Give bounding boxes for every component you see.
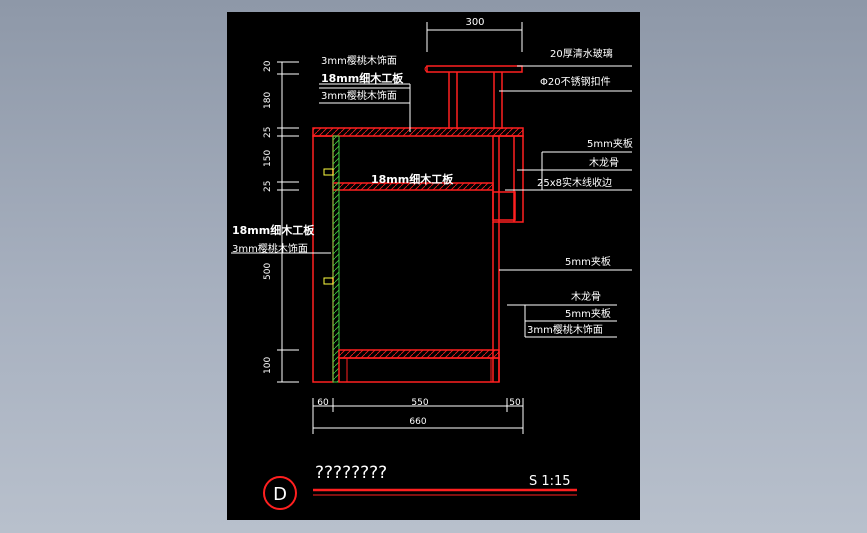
dim-v6: 500 [263,263,273,280]
dim-top-label: 300 [465,17,484,28]
dim-total: 660 [409,417,426,427]
label-left-a1: 3mm樱桃木饰面 [321,54,397,67]
label-left-a3: 3mm樱桃木饰面 [321,89,397,102]
left-leaders [231,83,411,254]
dim-top [426,22,523,52]
right-wall [492,135,524,382]
dim-bottom [312,398,524,434]
dim-b3: 50 [509,398,521,408]
section-drawing: 300 [231,17,633,510]
section-letter: D [273,484,287,505]
label-plywood-3: 5mm夹板 [565,307,611,320]
glass-top [424,65,523,73]
left-wall [312,135,340,383]
label-left-b1: 18mm细木工板 [232,223,315,237]
title-underline [313,488,577,496]
right-leaders [499,65,632,338]
label-clamp: Φ20不锈钢扣件 [540,75,611,88]
dim-left [277,61,299,383]
label-left-a2: 18mm细木工板 [321,71,404,85]
label-plywood-1: 5mm夹板 [587,137,633,150]
label-glass: 20厚清水玻璃 [550,47,613,60]
dim-b2: 550 [411,398,428,408]
dim-b1: 60 [317,398,329,408]
dim-v1: 20 [263,60,273,72]
label-mid-shelf: 18mm细木工板 [371,172,454,186]
drawing-title: ???????? [315,463,387,483]
label-edge-trim: 25x8实木线收边 [537,176,612,189]
label-veneer: 3mm樱桃木饰面 [527,323,603,336]
section-marker: D [263,476,297,510]
label-left-b2: 3mm樱桃木饰面 [232,242,308,255]
drawing-scale: S 1:15 [529,474,571,489]
dim-v2: 180 [263,92,273,109]
label-plywood-2: 5mm夹板 [565,255,611,268]
dim-v4: 150 [263,150,273,167]
top-board [312,127,524,137]
label-keel-1: 木龙骨 [589,156,619,169]
label-keel-2: 木龙骨 [571,290,601,303]
dim-left-labels: 20 180 25 150 25 500 100 [263,60,273,374]
dim-v5: 25 [263,181,273,192]
dim-v3: 25 [263,127,273,138]
dim-v7: 100 [263,357,273,374]
steel-post [448,72,503,129]
drawing-sheet: 300 [227,12,640,520]
base-plinth [338,349,500,383]
